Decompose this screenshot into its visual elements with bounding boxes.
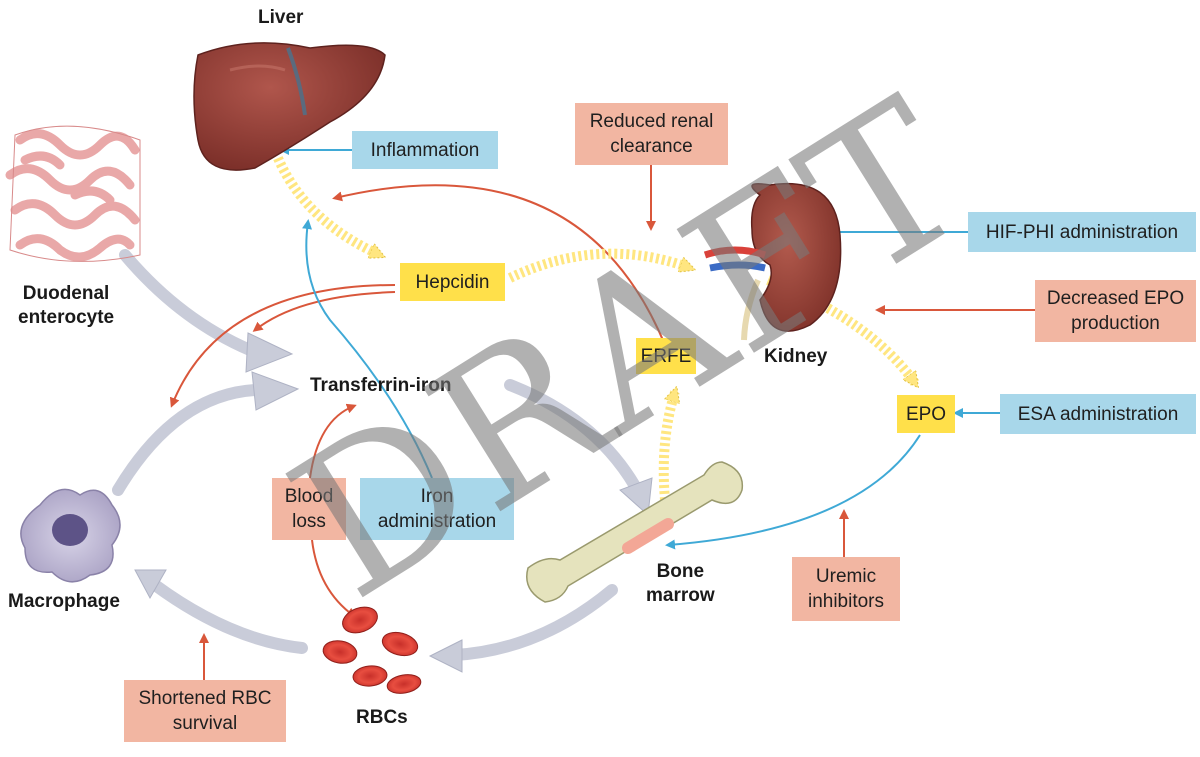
macrophage-label: Macrophage — [8, 591, 120, 612]
duodenal-enterocyte-label: Duodenal enterocyte — [18, 283, 115, 328]
decreased-epo-production-box: Decreased EPO production — [1035, 280, 1196, 342]
shortened-rbc-survival-box: Shortened RBC survival — [124, 680, 286, 742]
intestine-outline — [9, 125, 141, 262]
macrophage-illustration — [20, 488, 121, 583]
bone-marrow-label: Bone marrow — [646, 561, 715, 606]
liver-label: Liver — [258, 7, 304, 28]
liver-illustration — [193, 42, 386, 171]
uremic-inhibitors-box: Uremic inhibitors — [792, 557, 900, 621]
epo-box: EPO — [897, 395, 955, 433]
inflammation-box: Inflammation — [352, 131, 498, 169]
blue-arrows — [279, 145, 1000, 550]
kidney-illustration — [703, 182, 842, 341]
hepcidin-box: Hepcidin — [400, 263, 505, 301]
erfe-box: ERFE — [636, 338, 696, 374]
bone-illustration — [526, 461, 744, 603]
red-arrows — [169, 165, 1035, 680]
blood-loss-box: Blood loss — [272, 478, 346, 540]
transferrin-iron-label: Transferrin-iron — [310, 375, 452, 396]
grey-flow-arrows — [112, 249, 646, 661]
intestine-illustration — [5, 129, 140, 262]
iron-administration-box: Iron administration — [360, 478, 514, 540]
esa-administration-box: ESA administration — [1000, 394, 1196, 434]
reduced-renal-clearance-box: Reduced renal clearance — [575, 103, 728, 165]
hif-phi-administration-box: HIF-PHI administration — [968, 212, 1196, 252]
kidney-label: Kidney — [764, 346, 828, 367]
rbcs-label: RBCs — [356, 707, 408, 728]
rbc-illustration — [322, 606, 422, 694]
grey-arrowheads — [134, 332, 653, 673]
